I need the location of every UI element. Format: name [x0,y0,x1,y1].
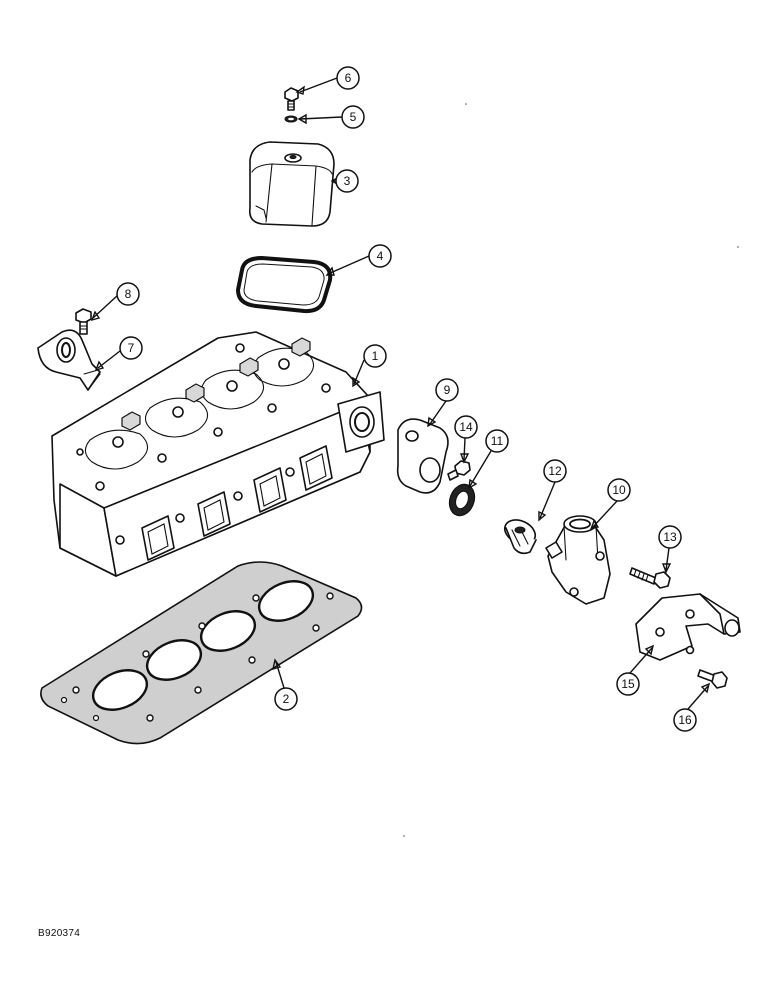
cylinder-head-1 [51,331,385,577]
svg-text:3: 3 [344,174,351,188]
callout-11: 11 [485,429,509,453]
svg-text:4: 4 [377,249,384,263]
bolt-14 [447,460,471,481]
callout-10: 10 [607,478,631,502]
svg-text:12: 12 [548,464,562,478]
callout-6: 6 [336,66,360,90]
support-bracket-15 [635,593,741,661]
bolt-6 [284,87,299,111]
callout-12: 12 [543,459,567,483]
svg-text:11: 11 [491,434,504,448]
svg-text:2: 2 [283,692,290,706]
svg-text:8: 8 [125,287,132,301]
callout-3: 3 [335,169,359,193]
svg-text:9: 9 [444,383,451,397]
seal-11 [448,483,476,517]
callout-1: 1 [363,344,387,368]
svg-text:15: 15 [621,677,635,691]
gasket-plate-9 [396,418,449,494]
callout-8: 8 [116,282,140,306]
leader-lines [90,77,711,710]
lifting-bracket-7 [37,329,101,391]
callout-16: 16 [673,708,697,732]
bolt-13 [629,567,671,589]
callout-14: 14 [454,415,478,439]
callout-9: 9 [435,378,459,402]
callout-5: 5 [341,105,365,129]
head-gasket-2 [40,561,363,745]
bolt-8 [75,308,92,335]
svg-text:10: 10 [612,483,626,497]
svg-text:13: 13 [663,530,677,544]
thermostat-housing-10 [545,515,611,605]
svg-text:6: 6 [345,71,352,85]
callout-13: 13 [658,525,682,549]
figure-code: B920374 [38,928,81,939]
svg-text:1: 1 [372,349,379,363]
seal-ring-4 [235,255,333,314]
thermostat-12 [503,519,537,555]
callout-7: 7 [119,336,143,360]
cover-3 [248,141,335,227]
bolt-16 [697,669,728,689]
callout-2: 2 [274,687,298,711]
callout-15: 15 [616,672,640,696]
callout-4: 4 [368,244,392,268]
svg-text:16: 16 [678,713,692,727]
svg-text:7: 7 [128,341,135,355]
svg-text:5: 5 [350,110,357,124]
svg-text:14: 14 [459,420,473,434]
